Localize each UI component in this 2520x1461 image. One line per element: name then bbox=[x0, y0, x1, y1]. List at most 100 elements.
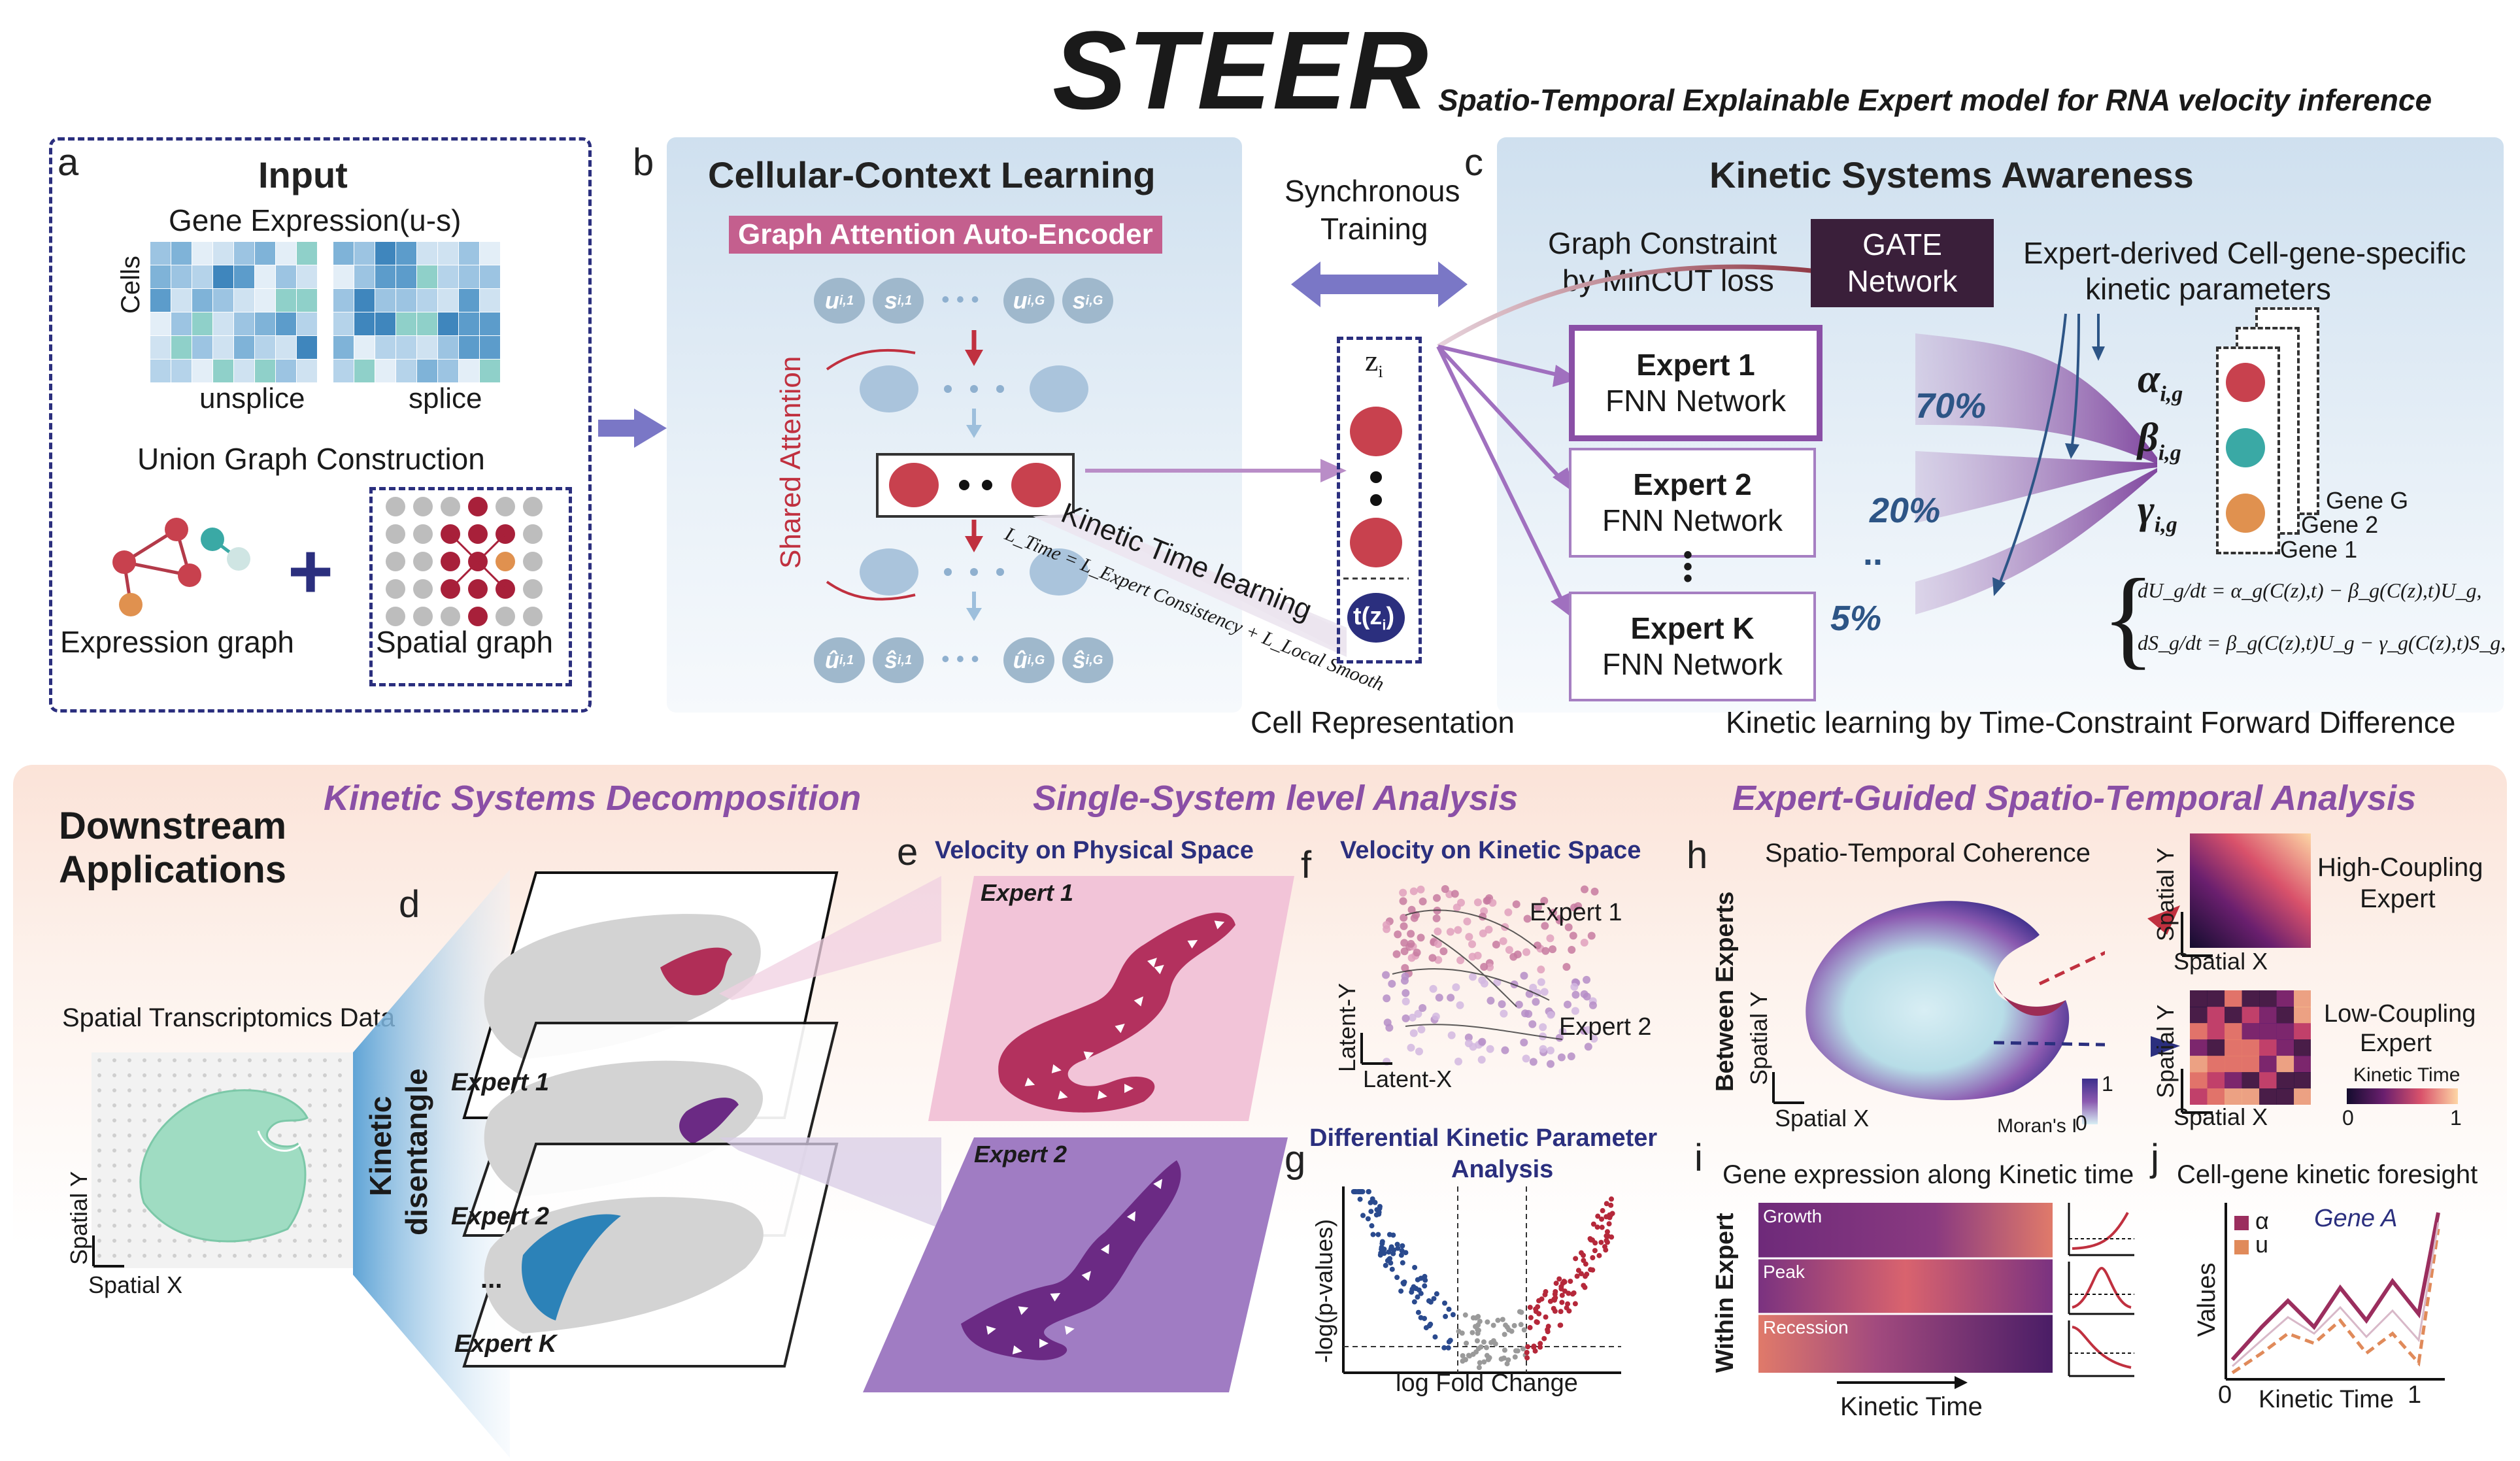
kinetic-space-point bbox=[1571, 1007, 1579, 1015]
spatial-graph-node bbox=[523, 524, 543, 544]
velocity-arrow bbox=[1126, 1211, 1135, 1222]
heatmap-cell bbox=[438, 312, 458, 335]
latent-x-label: Latent-X bbox=[1363, 1066, 1453, 1092]
st-background-dot bbox=[203, 1088, 207, 1092]
kinetic-space-point bbox=[1452, 983, 1460, 992]
velocity-arrow bbox=[1100, 1243, 1109, 1254]
st-background-dot bbox=[127, 1179, 131, 1183]
kinetic-space-point bbox=[1454, 926, 1462, 934]
st-background-dot bbox=[218, 1058, 222, 1062]
heatmap-cell bbox=[354, 336, 375, 359]
kinetic-space-point bbox=[1580, 938, 1588, 947]
st-background-dot bbox=[308, 1224, 312, 1228]
st-background-dot bbox=[278, 1073, 282, 1077]
kinetic-space-point bbox=[1505, 946, 1513, 954]
st-background-dot bbox=[233, 1073, 237, 1077]
kinetic-space-point bbox=[1429, 984, 1437, 993]
layer-expert-k: Expert K bbox=[454, 1330, 557, 1358]
input-dots: • • • bbox=[941, 286, 979, 312]
kinetic-space-point bbox=[1409, 887, 1418, 896]
st-background-dot bbox=[143, 1149, 146, 1152]
st-background-dot bbox=[218, 1073, 222, 1077]
e-expert-1-label: Expert 1 bbox=[981, 879, 1074, 906]
kinetic-space-point bbox=[1515, 1000, 1523, 1009]
velocity-arrow bbox=[1039, 1339, 1049, 1348]
kinetic-disentangle-1: Kinetic bbox=[363, 1096, 397, 1196]
heatmap-cell bbox=[192, 242, 212, 265]
legend-u-label: u bbox=[2255, 1231, 2269, 1258]
st-background-dot bbox=[143, 1254, 146, 1258]
volcano-point bbox=[1418, 1315, 1424, 1320]
heatmap-cell bbox=[333, 242, 354, 265]
spatial-graph-node bbox=[413, 497, 433, 516]
kinetic-space-point bbox=[1549, 909, 1557, 917]
heatmap-cell bbox=[333, 265, 354, 288]
volcano-point bbox=[1484, 1352, 1490, 1358]
volcano-point bbox=[1456, 1328, 1462, 1334]
kinetic-space-point bbox=[1562, 963, 1571, 971]
heatmap-cell bbox=[354, 265, 375, 288]
st-background-dot bbox=[293, 1058, 297, 1062]
st-background-dot bbox=[308, 1073, 312, 1077]
sync-arrow bbox=[1291, 261, 1468, 307]
volcano-point bbox=[1552, 1308, 1558, 1314]
heatmap-cell bbox=[375, 289, 395, 312]
panel-a-letter: a bbox=[58, 141, 79, 184]
volcano-point bbox=[1511, 1322, 1517, 1328]
volcano-point bbox=[1450, 1312, 1456, 1318]
st-background-dot bbox=[127, 1164, 131, 1167]
low-coupling-cell bbox=[2190, 990, 2208, 1007]
volcano-point bbox=[1485, 1356, 1491, 1362]
st-background-dot bbox=[323, 1149, 327, 1152]
volcano-point bbox=[1578, 1271, 1584, 1277]
st-background-dot bbox=[158, 1239, 161, 1243]
st-background-dot bbox=[263, 1073, 267, 1077]
foresight-xlabel: Kinetic Time bbox=[2259, 1386, 2394, 1413]
volcano-point bbox=[1594, 1224, 1600, 1230]
heatmap-cell bbox=[171, 360, 192, 382]
kinetic-space-point bbox=[1399, 897, 1407, 905]
volcano-point bbox=[1551, 1296, 1557, 1302]
kinetic-space-point bbox=[1451, 890, 1459, 898]
st-background-dot bbox=[173, 1103, 176, 1107]
kinetic-space-point bbox=[1394, 930, 1402, 939]
volcano-point bbox=[1445, 1345, 1451, 1351]
volcano-point bbox=[1574, 1273, 1580, 1279]
volcano-point bbox=[1581, 1252, 1587, 1258]
kinetic-space-point bbox=[1417, 1025, 1426, 1033]
kinetic-space-point bbox=[1520, 1038, 1528, 1047]
main-title: STEER bbox=[1052, 8, 1430, 133]
st-background-dot bbox=[308, 1134, 312, 1137]
kinetic-space-point bbox=[1385, 1024, 1394, 1032]
equation-brace: { bbox=[2102, 556, 2155, 679]
volcano-point bbox=[1462, 1312, 1468, 1318]
spatial-graph-node bbox=[413, 607, 433, 626]
heatmap-cell bbox=[234, 360, 254, 382]
spatial-graph-node bbox=[468, 607, 488, 626]
volcano-point bbox=[1519, 1309, 1524, 1315]
z-label: zi bbox=[1365, 344, 1383, 382]
heatmap-cell bbox=[396, 336, 416, 359]
low-coupling-cell bbox=[2294, 990, 2311, 1007]
heatmap-cell bbox=[213, 289, 233, 312]
st-background-dot bbox=[323, 1224, 327, 1228]
panel-g-title-1: Differential Kinetic Parameter bbox=[1309, 1124, 1658, 1152]
foresight-gene-label: Gene A bbox=[2314, 1205, 2398, 1232]
heatmap-cell bbox=[150, 336, 171, 359]
st-background-dot bbox=[278, 1254, 282, 1258]
heatmap-cell bbox=[255, 289, 275, 312]
low-coupling-heatmap bbox=[2190, 990, 2311, 1105]
param-beta: βi,g bbox=[2138, 416, 2181, 465]
heatmap-cell bbox=[297, 336, 317, 359]
st-background-dot bbox=[338, 1209, 342, 1213]
volcano-point bbox=[1572, 1301, 1578, 1307]
volcano-point bbox=[1441, 1345, 1447, 1351]
heatmap-cell bbox=[192, 265, 212, 288]
kinetic-space-point bbox=[1415, 1047, 1423, 1056]
st-background-dot bbox=[112, 1164, 116, 1167]
kinetic-space-point bbox=[1557, 1053, 1566, 1062]
coherence-map bbox=[1806, 901, 2105, 1101]
low-coupling-cell bbox=[2225, 1088, 2242, 1105]
heatmap-cell bbox=[171, 242, 192, 265]
